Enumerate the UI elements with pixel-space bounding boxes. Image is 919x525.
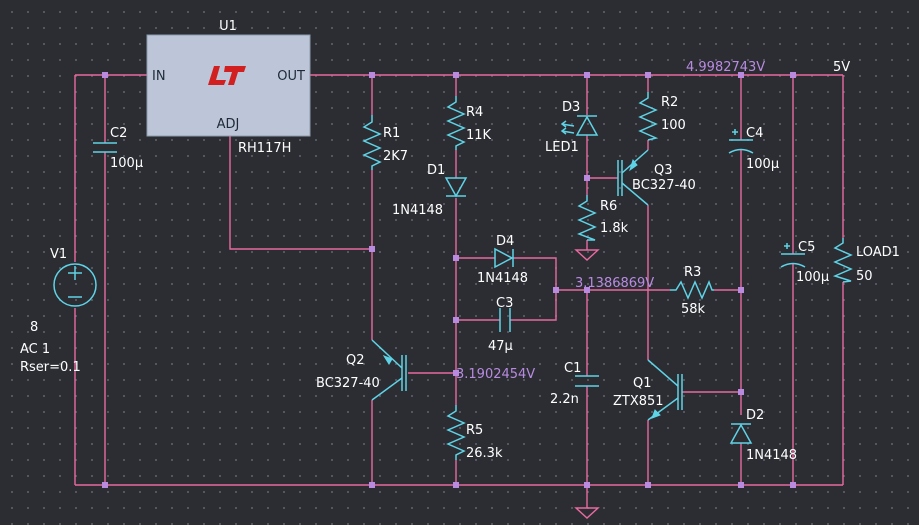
r4-value: 11K [466, 128, 492, 143]
load-ref: LOAD1 [856, 245, 900, 260]
d4-value: 1N4148 [477, 271, 528, 286]
source-ac: AC 1 [20, 342, 50, 357]
resistor-r5[interactable] [446, 405, 466, 460]
r1-ref: R1 [383, 126, 400, 141]
d1-value: 1N4148 [392, 203, 443, 218]
diode-d2[interactable] [729, 423, 753, 444]
c3-value: 47µ [488, 339, 513, 354]
q3-ref: Q3 [654, 163, 673, 178]
d1-ref: D1 [427, 163, 445, 178]
probe-out-voltage: 4.9982743V [686, 60, 765, 75]
net-label-5v: 5V [833, 60, 850, 75]
r4-ref: R4 [466, 105, 483, 120]
c4-ref: C4 [746, 126, 763, 141]
ground-r6 [574, 249, 600, 261]
c2-value: 100µ [110, 156, 143, 171]
transistor-q3[interactable] [617, 149, 649, 206]
junctions [102, 72, 796, 488]
r3-value: 58k [681, 302, 706, 317]
r6-ref: R6 [600, 199, 617, 214]
q1-value: ZTX851 [613, 394, 664, 409]
transistor-q1[interactable] [647, 359, 683, 421]
regulator-pin-out: OUT [277, 69, 305, 84]
c2-ref: C2 [110, 126, 127, 141]
voltage-source-v1[interactable] [53, 263, 97, 307]
source-value: 8 [30, 320, 38, 335]
r5-value: 26.3k [466, 446, 503, 461]
source-rser: Rser=0.1 [20, 360, 81, 375]
resistor-r3[interactable] [670, 280, 714, 300]
transistor-q2[interactable] [371, 339, 407, 401]
c3-ref: C3 [496, 296, 513, 311]
c5-value: 100µ [796, 270, 829, 285]
d3-value: LED1 [545, 140, 579, 155]
r3-ref: R3 [684, 265, 701, 280]
resistor-r4[interactable] [446, 96, 466, 150]
d3-ref: D3 [562, 100, 580, 115]
load-value: 50 [856, 269, 873, 284]
c4-value: 100µ [746, 157, 779, 172]
c1-ref: C1 [564, 361, 581, 376]
resistor-r6[interactable] [577, 195, 597, 241]
q2-value: BC327-40 [316, 376, 380, 391]
c5-ref: C5 [798, 240, 815, 255]
diode-d4[interactable] [494, 247, 514, 269]
capacitor-c2[interactable] [93, 142, 117, 153]
resistor-r1[interactable] [362, 115, 382, 170]
r1-value: 2K7 [383, 149, 408, 164]
regulator-part: RH117H [238, 141, 291, 156]
d2-ref: D2 [746, 408, 764, 423]
d2-value: 1N4148 [746, 448, 797, 463]
regulator-pin-adj: ADJ [217, 117, 240, 132]
probe-mid-voltage: 3.1386869V [575, 276, 654, 291]
probe-q2-base-voltage: 3.1902454V [456, 367, 535, 382]
regulator-ref: U1 [219, 19, 237, 34]
led-d3[interactable] [560, 115, 599, 136]
diode-d1[interactable] [444, 177, 468, 198]
capacitor-c4[interactable] [728, 129, 754, 154]
resistor-r2[interactable] [638, 92, 659, 141]
r6-value: 1.8k [600, 221, 629, 236]
q1-ref: Q1 [633, 376, 652, 391]
capacitor-c5[interactable] [780, 243, 806, 268]
q2-ref: Q2 [346, 353, 365, 368]
c1-value: 2.2n [550, 392, 579, 407]
r5-ref: R5 [466, 423, 483, 438]
d4-ref: D4 [496, 234, 514, 249]
capacitor-c1[interactable] [575, 375, 599, 387]
source-ref: V1 [50, 247, 67, 262]
ground-main [574, 507, 600, 519]
regulator-u1[interactable]: IN OUT ADJ [146, 34, 311, 137]
linear-tech-logo-icon [208, 66, 246, 85]
r2-ref: R2 [661, 95, 678, 110]
regulator-pin-in: IN [152, 69, 166, 84]
r2-value: 100 [661, 118, 686, 133]
q3-value: BC327-40 [632, 178, 696, 193]
capacitor-c3[interactable] [499, 308, 511, 332]
resistor-load1[interactable] [832, 238, 853, 283]
